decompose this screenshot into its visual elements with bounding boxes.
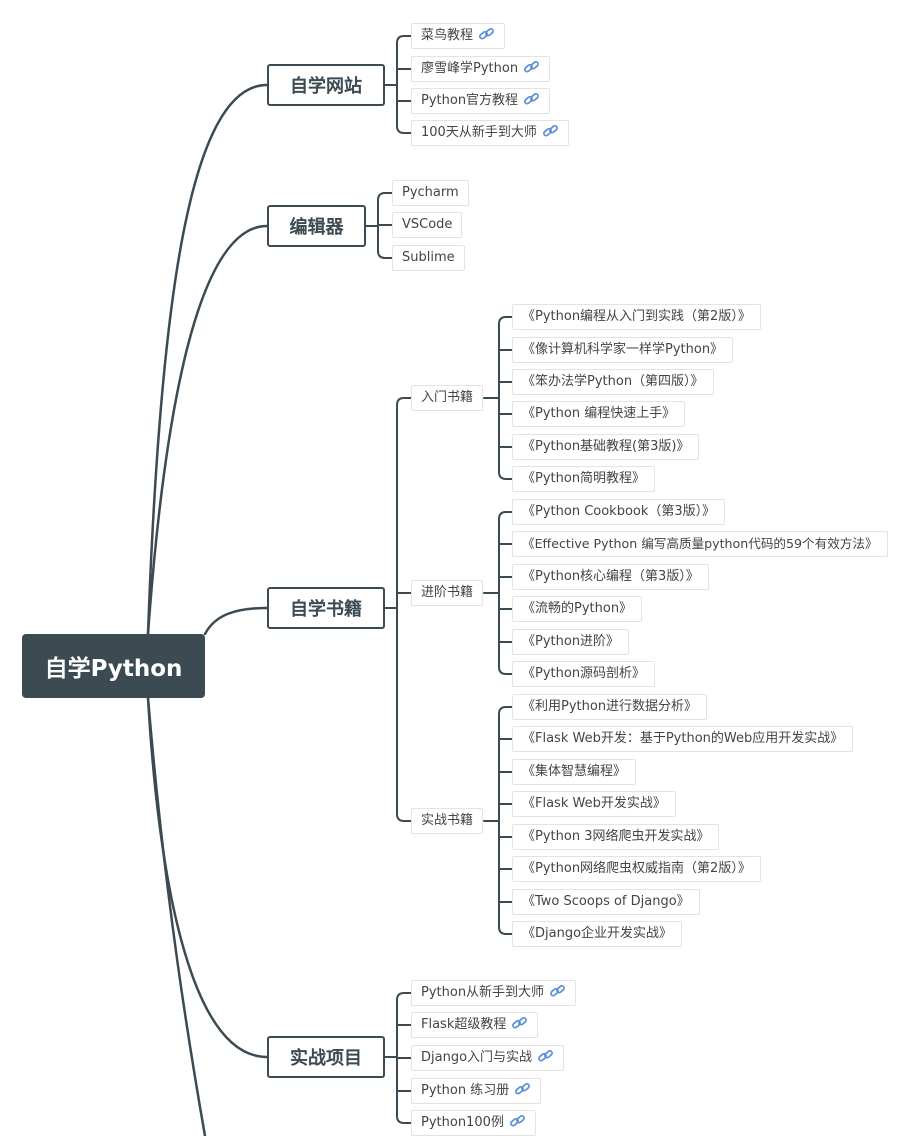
link-icon[interactable] bbox=[478, 27, 495, 41]
website-item[interactable]: Python官方教程 bbox=[411, 88, 551, 114]
project-item[interactable]: Python 练习册 bbox=[411, 1078, 542, 1104]
book-item[interactable]: 《Python核心编程（第3版）》 bbox=[512, 564, 709, 590]
item-label: Python 练习册 bbox=[421, 1083, 510, 1098]
book-item[interactable]: 《像计算机科学家一样学Python》 bbox=[512, 337, 734, 363]
link-icon[interactable] bbox=[509, 1114, 526, 1128]
link-icon[interactable] bbox=[542, 124, 559, 138]
project-item[interactable]: Python从新手到大师 bbox=[411, 980, 577, 1006]
item-label: 廖雪峰学Python bbox=[421, 61, 519, 76]
book-item[interactable]: 《Django企业开发实战》 bbox=[512, 921, 683, 947]
book-item[interactable]: 《集体智慧编程》 bbox=[512, 759, 637, 785]
book-item[interactable]: 《笨办法学Python（第四版）》 bbox=[512, 369, 714, 395]
item-label: 100天从新手到大师 bbox=[421, 125, 537, 140]
item-label: 菜鸟教程 bbox=[421, 28, 474, 43]
book-item[interactable]: 《利用Python进行数据分析》 bbox=[512, 694, 708, 720]
book-item[interactable]: 《Python Cookbook（第3版）》 bbox=[512, 499, 726, 525]
branch-editors[interactable]: 编辑器 bbox=[267, 205, 366, 247]
website-item[interactable]: 廖雪峰学Python bbox=[411, 56, 551, 82]
branch-projects[interactable]: 实战项目 bbox=[267, 1036, 385, 1078]
book-item[interactable]: 《Python基础教程(第3版)》 bbox=[512, 434, 700, 460]
book-item[interactable]: 《Python进阶》 bbox=[512, 629, 630, 655]
item-label: Flask超级教程 bbox=[421, 1017, 507, 1032]
editor-item[interactable]: Sublime bbox=[392, 245, 465, 271]
link-icon[interactable] bbox=[523, 92, 540, 106]
book-item[interactable]: 《Python编程从入门到实践（第2版）》 bbox=[512, 304, 761, 330]
book-item[interactable]: 《Two Scoops of Django》 bbox=[512, 889, 700, 915]
books-group-beginner[interactable]: 入门书籍 bbox=[411, 385, 484, 411]
project-item[interactable]: Python100例 bbox=[411, 1110, 536, 1136]
book-item[interactable]: 《流畅的Python》 bbox=[512, 596, 643, 622]
link-icon[interactable] bbox=[549, 984, 566, 998]
item-label: Python从新手到大师 bbox=[421, 985, 545, 1000]
editor-item[interactable]: VSCode bbox=[392, 212, 463, 238]
link-icon[interactable] bbox=[514, 1082, 531, 1096]
project-item[interactable]: Django入门与实战 bbox=[411, 1045, 565, 1071]
branch-books[interactable]: 自学书籍 bbox=[267, 587, 385, 629]
item-label: Django入门与实战 bbox=[421, 1050, 533, 1065]
book-item[interactable]: 《Effective Python 编写高质量python代码的59个有效方法》 bbox=[512, 531, 888, 557]
project-item[interactable]: Flask超级教程 bbox=[411, 1012, 539, 1038]
book-item[interactable]: 《Python源码剖析》 bbox=[512, 661, 656, 687]
book-item[interactable]: 《Flask Web开发：基于Python的Web应用开发实战》 bbox=[512, 726, 854, 752]
book-item[interactable]: 《Flask Web开发实战》 bbox=[512, 791, 676, 817]
book-item[interactable]: 《Python网络爬虫权威指南（第2版）》 bbox=[512, 856, 761, 882]
link-icon[interactable] bbox=[523, 60, 540, 74]
link-icon[interactable] bbox=[537, 1049, 554, 1063]
book-item[interactable]: 《Python 3网络爬虫开发实战》 bbox=[512, 824, 720, 850]
link-icon[interactable] bbox=[511, 1016, 528, 1030]
branch-websites[interactable]: 自学网站 bbox=[267, 64, 385, 106]
books-group-advanced[interactable]: 进阶书籍 bbox=[411, 580, 484, 606]
book-item[interactable]: 《Python简明教程》 bbox=[512, 466, 656, 492]
editor-item[interactable]: Pycharm bbox=[392, 180, 469, 206]
website-item[interactable]: 100天从新手到大师 bbox=[411, 120, 569, 146]
book-item[interactable]: 《Python 编程快速上手》 bbox=[512, 401, 686, 427]
item-label: Python100例 bbox=[421, 1115, 504, 1130]
item-label: Python官方教程 bbox=[421, 93, 519, 108]
website-item[interactable]: 菜鸟教程 bbox=[411, 23, 506, 49]
root-node[interactable]: 自学Python bbox=[22, 634, 205, 698]
books-group-practical[interactable]: 实战书籍 bbox=[411, 808, 484, 834]
